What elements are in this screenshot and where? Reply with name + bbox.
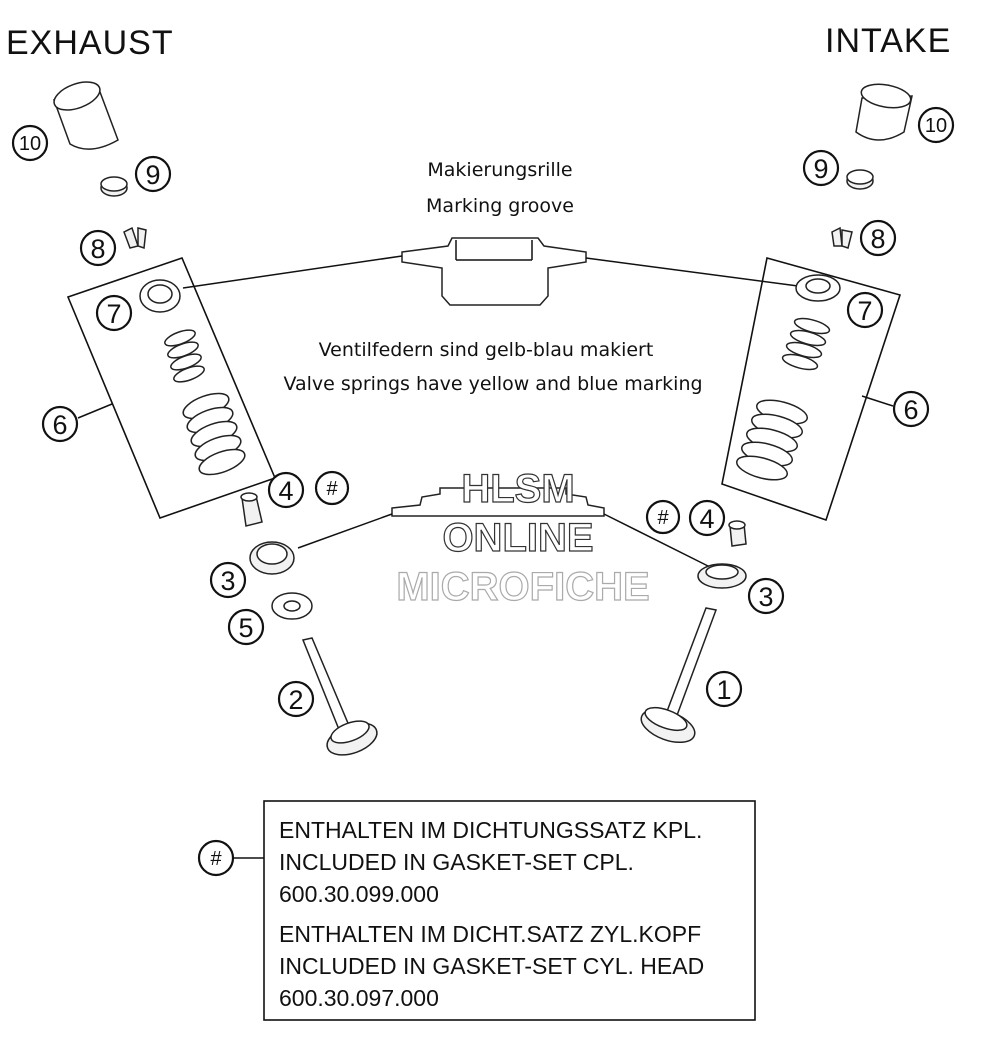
callout-6-intake: 6: [892, 390, 930, 428]
callout-9-intake: 9: [802, 149, 840, 187]
legend-line-4: ENTHALTEN IM DICHT.SATZ ZYL.KOPF: [279, 921, 701, 947]
callout-10-intake-label: 10: [925, 115, 947, 137]
exhaust-outer-spring: [182, 392, 246, 476]
intake-valve: [640, 607, 718, 744]
exhaust-stem-seal: [240, 492, 263, 527]
callout-10-exhaust: 10: [11, 124, 49, 162]
marking-groove-caption-en: Marking groove: [426, 195, 574, 217]
callout-2: 2: [277, 680, 315, 718]
legend-line-6: 600.30.097.000: [279, 985, 439, 1011]
callout-5-label: 5: [238, 613, 253, 643]
watermark-line-3: MICROFICHE: [396, 565, 649, 609]
callout-1: 1: [705, 670, 743, 708]
watermark: HLSM ONLINE MICROFICHE: [396, 466, 651, 609]
intake-valve-collets: [831, 226, 853, 249]
callout-7-intake-label: 7: [857, 296, 872, 326]
valve-seal-profile: [391, 487, 605, 517]
intake-spring-seat: [697, 563, 747, 589]
exhaust-valve: [301, 637, 378, 756]
callout-hash-intake-label: #: [657, 507, 669, 529]
callout-7-intake: 7: [846, 291, 884, 329]
intake-stem-seal: [728, 520, 747, 547]
intake-spring-retainer: [795, 274, 841, 302]
leader-line-6-exhaust: [77, 403, 113, 419]
callout-6-exhaust-label: 6: [52, 410, 67, 440]
exhaust-inner-spring: [164, 329, 205, 383]
callout-9-exhaust-label: 9: [145, 160, 160, 190]
callout-8-exhaust-label: 8: [90, 234, 105, 264]
callout-4-intake-label: 4: [699, 504, 714, 534]
exhaust-valve-shim: [100, 176, 128, 197]
exhaust-spring-seat: [249, 541, 295, 575]
callout-hash-intake: #: [645, 499, 681, 535]
legend-box: [263, 800, 756, 1021]
callout-3-intake-label: 3: [758, 582, 773, 612]
callout-9-exhaust: 9: [134, 155, 172, 193]
leader-line-3-exhaust: [297, 513, 393, 549]
callout-10-intake: 10: [917, 106, 955, 144]
callout-4-exhaust-label: 4: [278, 476, 293, 506]
intake-spring-box: [721, 256, 902, 522]
legend-line-5: INCLUDED IN GASKET-SET CYL. HEAD: [279, 953, 704, 979]
marking-groove-caption-de: Makierungsrille: [427, 159, 572, 181]
callout-6-intake-label: 6: [903, 395, 918, 425]
leader-line-7-exhaust: [182, 255, 403, 289]
exhaust-washer: [271, 592, 313, 620]
callout-2-label: 2: [288, 685, 303, 715]
marking-groove-profile: [401, 237, 587, 306]
callout-4-exhaust: 4: [267, 471, 305, 509]
callout-4-intake: 4: [688, 499, 726, 537]
legend-line-2: INCLUDED IN GASKET-SET CPL.: [279, 849, 634, 875]
intake-bucket-tappet: [855, 83, 913, 141]
callout-7-exhaust-label: 7: [106, 299, 121, 329]
callout-5: 5: [227, 608, 265, 646]
callout-9-intake-label: 9: [813, 154, 828, 184]
intake-inner-spring: [781, 317, 831, 371]
legend-line-1: ENTHALTEN IM DICHTUNGSSATZ KPL.: [279, 817, 702, 843]
watermark-line-1: HLSM: [461, 467, 574, 511]
callout-hash-exhaust: #: [314, 470, 350, 506]
callout-8-intake: 8: [859, 219, 897, 257]
intake-outer-spring: [736, 399, 808, 481]
spring-marking-caption-en: Valve springs have yellow and blue marki…: [283, 373, 702, 395]
legend-line-3: 600.30.099.000: [279, 881, 439, 907]
intake-heading: INTAKE: [825, 22, 951, 60]
watermark-line-2: ONLINE: [442, 516, 593, 560]
callout-1-label: 1: [716, 675, 731, 705]
exhaust-spring-retainer: [139, 279, 181, 313]
callout-6-exhaust: 6: [41, 405, 79, 443]
callout-hash-exhaust-label: #: [326, 478, 338, 500]
exhaust-bucket-tappet: [52, 81, 119, 150]
legend-symbol: #: [210, 848, 222, 870]
leader-line-3-intake: [603, 513, 709, 567]
callout-3-exhaust: 3: [209, 561, 247, 599]
callout-3-intake: 3: [747, 577, 785, 615]
callout-8-intake-label: 8: [870, 224, 885, 254]
exhaust-heading: EXHAUST: [6, 24, 174, 62]
callout-7-exhaust: 7: [95, 294, 133, 332]
exhaust-valve-collets: [123, 226, 147, 250]
intake-valve-shim: [846, 169, 874, 190]
callout-10-exhaust-label: 10: [19, 133, 41, 155]
spring-marking-caption-de: Ventilfedern sind gelb-blau makiert: [319, 339, 654, 361]
callout-8-exhaust: 8: [79, 229, 117, 267]
callout-3-exhaust-label: 3: [220, 566, 235, 596]
legend: # ENTHALTEN IM DICHTUNGSSATZ KPL. INCLUD…: [197, 800, 756, 1021]
leader-line-6-intake: [861, 395, 894, 407]
